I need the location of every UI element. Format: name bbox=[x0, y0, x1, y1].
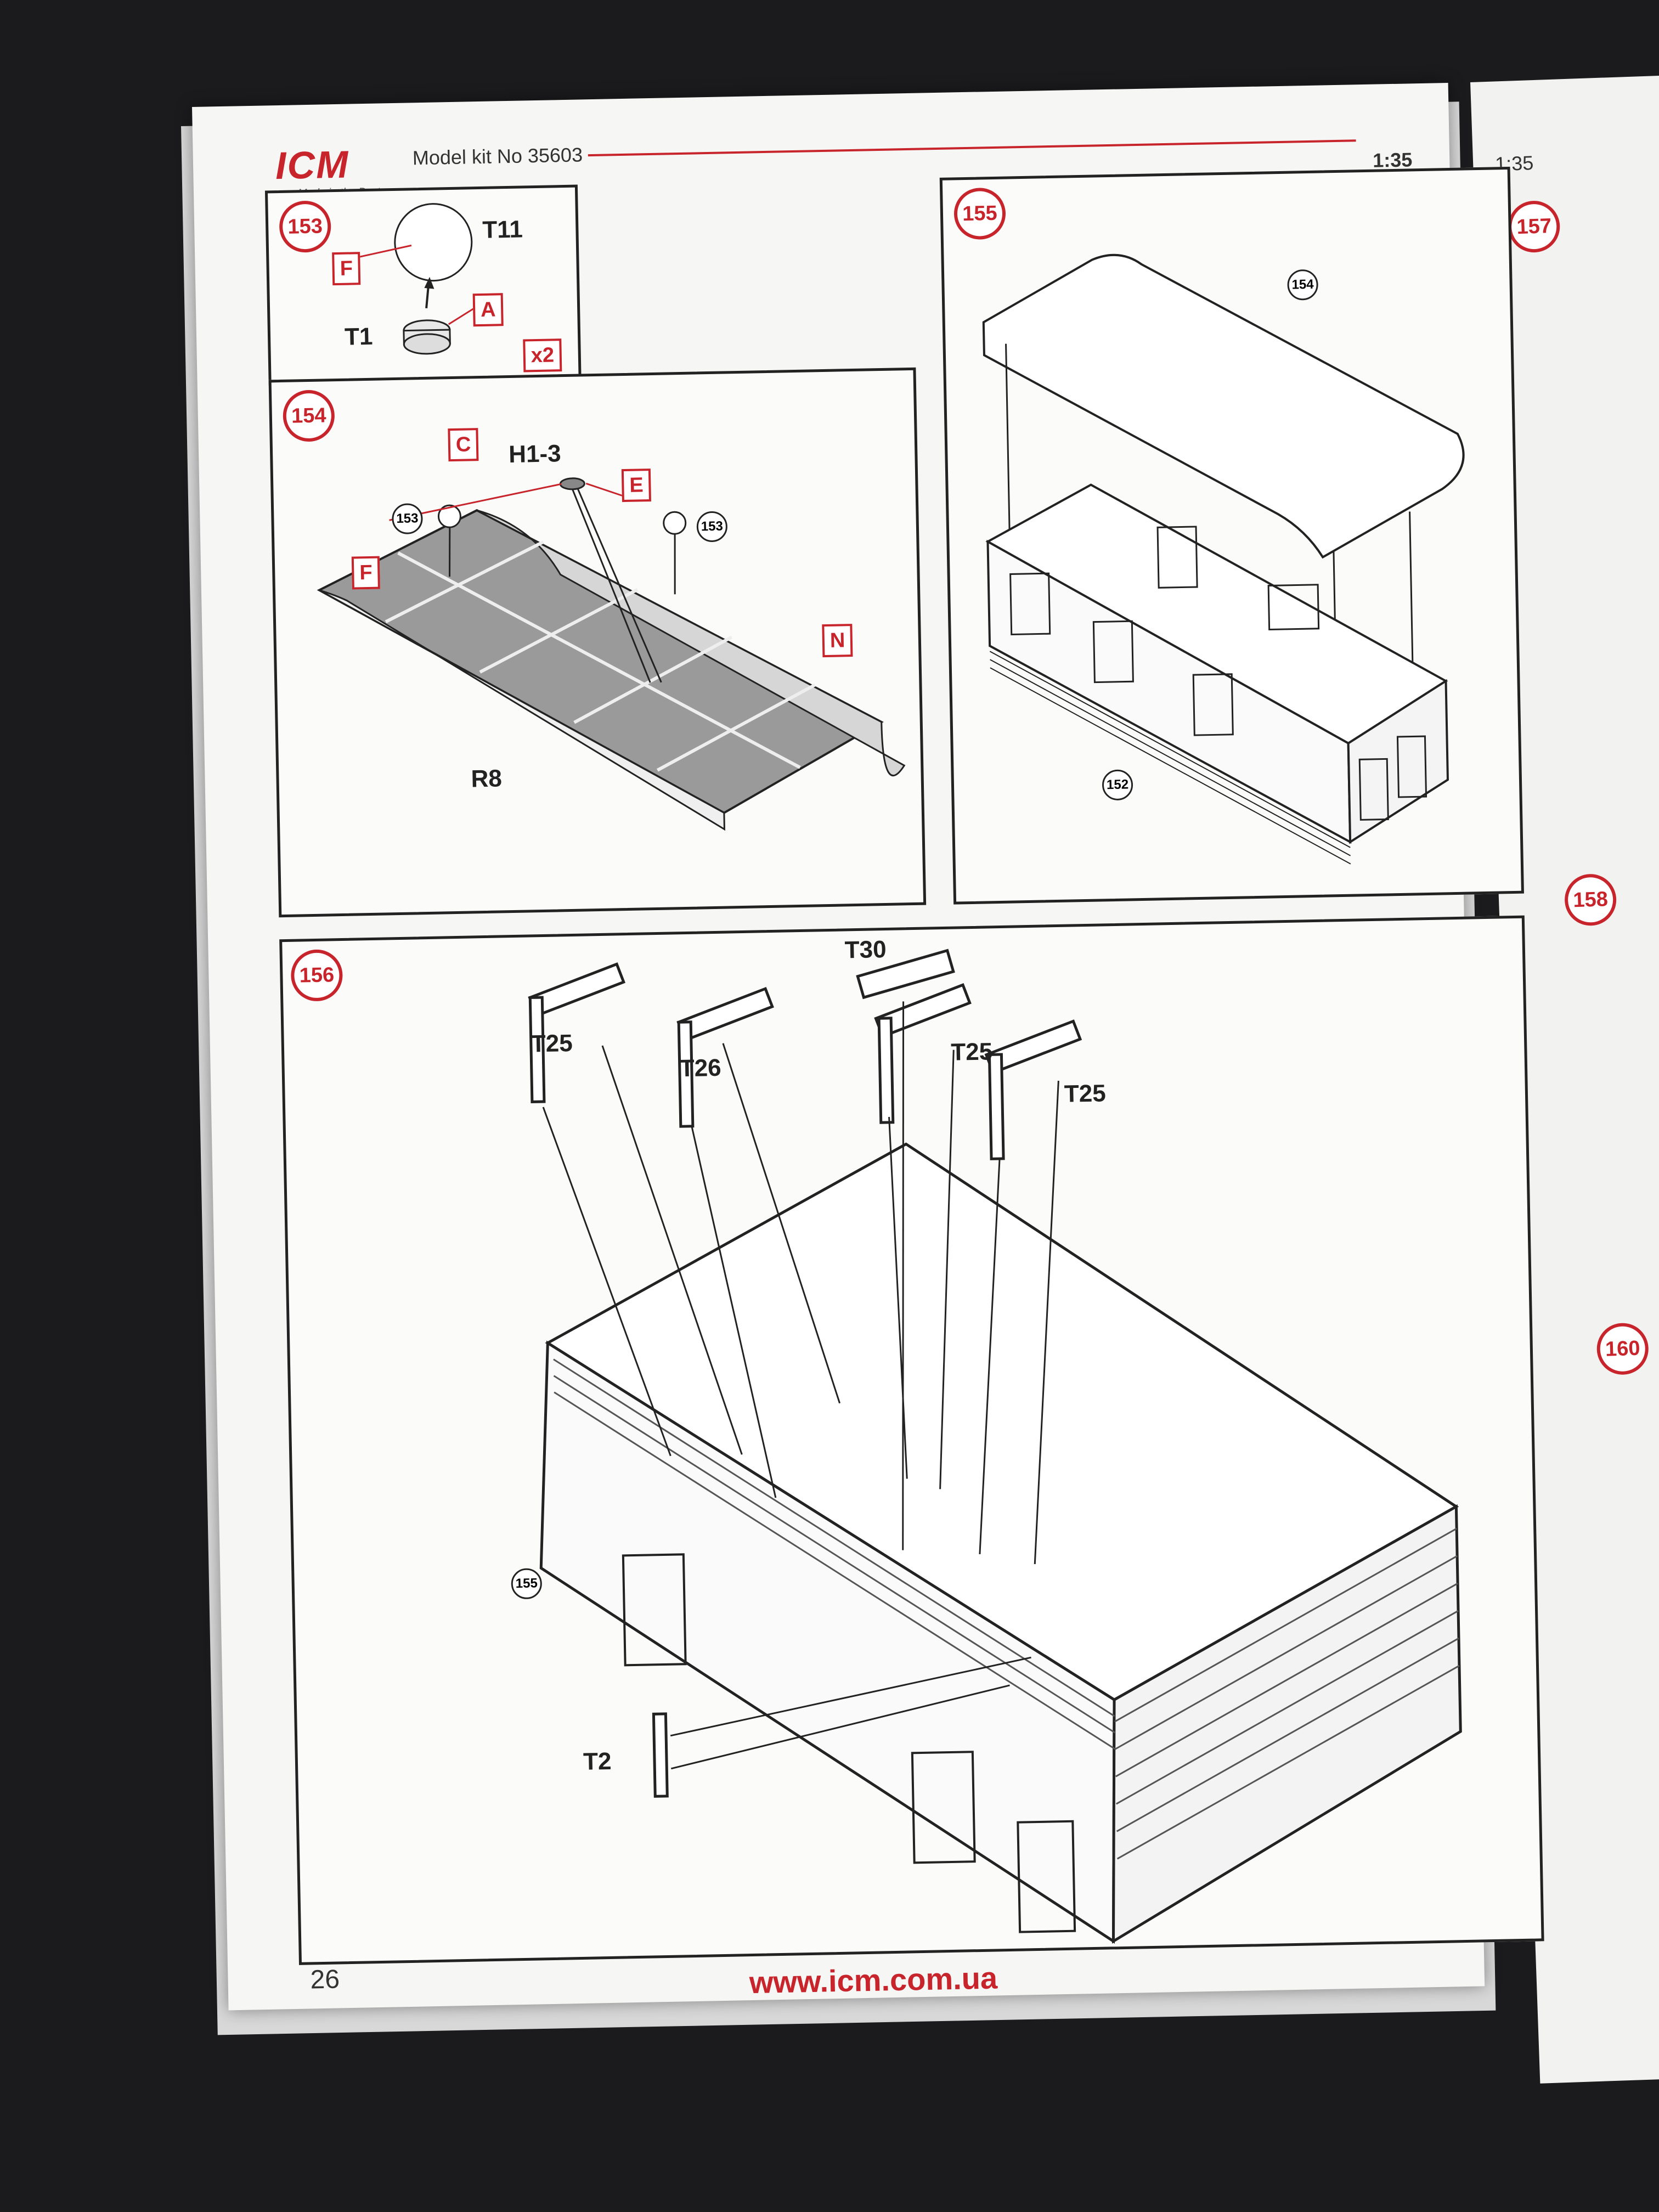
part-label-r8: R8 bbox=[471, 765, 503, 793]
step-155-panel: 155 154 152 bbox=[939, 166, 1524, 905]
instruction-page: ICM Made in the Best Model kit No 35603 … bbox=[192, 83, 1544, 2011]
step-160-marker: 160 bbox=[1596, 1322, 1650, 1376]
part-label-t30: T30 bbox=[844, 935, 887, 964]
header-rule bbox=[588, 139, 1356, 157]
part-label-t11: T11 bbox=[482, 216, 523, 244]
part-label-h1-3: H1-3 bbox=[508, 440, 562, 469]
color-tag-e: E bbox=[621, 469, 652, 503]
quantity-tag: x2 bbox=[523, 338, 562, 373]
part-label-t1: T1 bbox=[344, 323, 373, 351]
page-number: 26 bbox=[310, 1965, 340, 1995]
color-tag-c: C bbox=[448, 428, 479, 462]
logo-text: ICM bbox=[275, 143, 350, 188]
step-158-marker: 158 bbox=[1564, 873, 1617, 927]
step-154-panel: 154 C H1-3 E 153 153 F H1-3 N R8 bbox=[268, 367, 927, 918]
color-tag-f: F bbox=[351, 556, 381, 590]
part-label-t25-right: T25 bbox=[1064, 1080, 1107, 1108]
step-153-drawing bbox=[356, 203, 476, 355]
part-label-t26: T26 bbox=[679, 1054, 722, 1082]
part-label-t25-middle: T25 bbox=[950, 1038, 993, 1066]
color-tag-a: A bbox=[472, 293, 504, 327]
model-kit-number: Model kit No 35603 bbox=[412, 143, 583, 170]
part-label-t2: T2 bbox=[583, 1747, 612, 1775]
website-link[interactable]: www.icm.com.ua bbox=[749, 1960, 998, 2000]
color-tag-f: F bbox=[332, 252, 361, 286]
part-label-t25-left: T25 bbox=[531, 1030, 573, 1058]
step-155-drawing bbox=[982, 253, 1465, 865]
color-tag-n-visible: N bbox=[822, 624, 853, 658]
step-156-drawing bbox=[528, 949, 1462, 1944]
step-156-panel: 156 T30 T25 T26 T25 T25 T2 155 bbox=[279, 915, 1544, 1965]
step-157-marker: 157 bbox=[1507, 200, 1561, 253]
step-153-panel: 153 T11 T1 F A x2 bbox=[264, 184, 582, 386]
